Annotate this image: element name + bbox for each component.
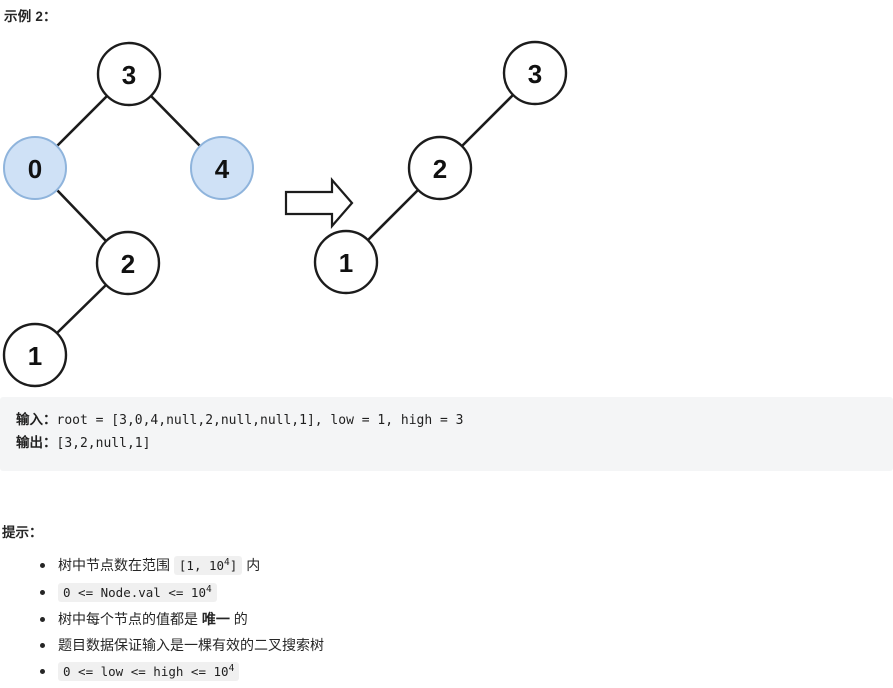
tree-node-3: 3	[96, 41, 162, 107]
list-item: 树中节点数在范围 [1, 104] 内	[40, 552, 893, 579]
tree-node-out-2: 2	[407, 135, 473, 201]
tree-figure: 3 0 4 2 1	[0, 28, 893, 393]
tree-node-label: 3	[122, 60, 136, 90]
hint-prefix: 树中每个节点的值都是	[58, 611, 202, 627]
tree-node-out-1: 1	[313, 229, 379, 295]
page-title: 示例 2：	[4, 9, 57, 24]
tree-node-1: 1	[2, 322, 68, 388]
tree-node-out-3: 3	[502, 40, 568, 106]
list-item: 题目数据保证输入是一棵有效的二叉搜索树	[40, 632, 893, 658]
tree-node-0: 0	[3, 136, 67, 200]
example-code-block: 输入：root = [3,0,4,null,2,null,null,1], lo…	[0, 397, 893, 471]
hints-list: 树中节点数在范围 [1, 104] 内 0 <= Node.val <= 104…	[0, 552, 893, 685]
tree-node-label: 1	[339, 248, 353, 278]
input-label: 输入：	[16, 412, 57, 427]
tree-node-4: 4	[190, 136, 254, 200]
tree-node-label: 2	[121, 249, 135, 279]
list-item: 0 <= Node.val <= 104	[40, 579, 893, 606]
tree-node-label: 2	[433, 154, 447, 184]
input-line: 输入：root = [3,0,4,null,2,null,null,1], lo…	[16, 409, 877, 432]
hint-suffix: 内	[242, 557, 261, 573]
output-label: 输出：	[16, 435, 57, 450]
output-value: [3,2,null,1]	[56, 436, 151, 451]
tree-node-label: 0	[28, 154, 42, 184]
edge-out-2-1	[366, 188, 420, 242]
edge-2-1	[55, 283, 108, 335]
input-value: root = [3,0,4,null,2,null,null,1], low =…	[56, 413, 464, 428]
list-item: 0 <= low <= high <= 104	[40, 658, 893, 685]
hint-inline-code: 0 <= low <= high <= 104	[58, 662, 240, 681]
code-base: 0 <= low <= high <= 10	[63, 664, 229, 679]
tree-node-2: 2	[95, 230, 161, 296]
tree-node-label: 1	[28, 341, 42, 371]
tree-node-label: 4	[215, 154, 230, 184]
code-exponent: 4	[224, 556, 230, 568]
hints-title: 提示：	[2, 525, 43, 540]
code-tail: ]	[229, 558, 238, 573]
hint-inline-code: 0 <= Node.val <= 104	[58, 583, 217, 602]
input-tree-group: 3 0 4 2 1	[2, 41, 254, 388]
output-tree-group: 3 2 1	[313, 40, 568, 295]
edge-3-0	[55, 94, 109, 148]
hint-bold-term: 唯一	[201, 611, 230, 627]
list-item: 树中每个节点的值都是 唯一 的	[40, 606, 893, 632]
hint-inline-code: [1, 104]	[173, 556, 243, 575]
code-exponent: 4	[206, 583, 212, 595]
code-base: [1, 10	[178, 558, 225, 573]
hint-suffix: 的	[229, 611, 248, 627]
output-line: 输出：[3,2,null,1]	[16, 432, 877, 455]
hint-text: 题目数据保证输入是一棵有效的二叉搜索树	[58, 637, 324, 653]
code-exponent: 4	[228, 662, 235, 674]
right-arrow-icon	[284, 177, 354, 229]
edge-0-2	[55, 188, 108, 243]
edge-out-3-2	[460, 93, 515, 148]
code-base: 0 <= Node.val <= 10	[63, 585, 206, 600]
edge-3-4	[149, 94, 202, 148]
hint-prefix: 树中节点数在范围	[58, 557, 174, 573]
tree-node-label: 3	[528, 59, 542, 89]
